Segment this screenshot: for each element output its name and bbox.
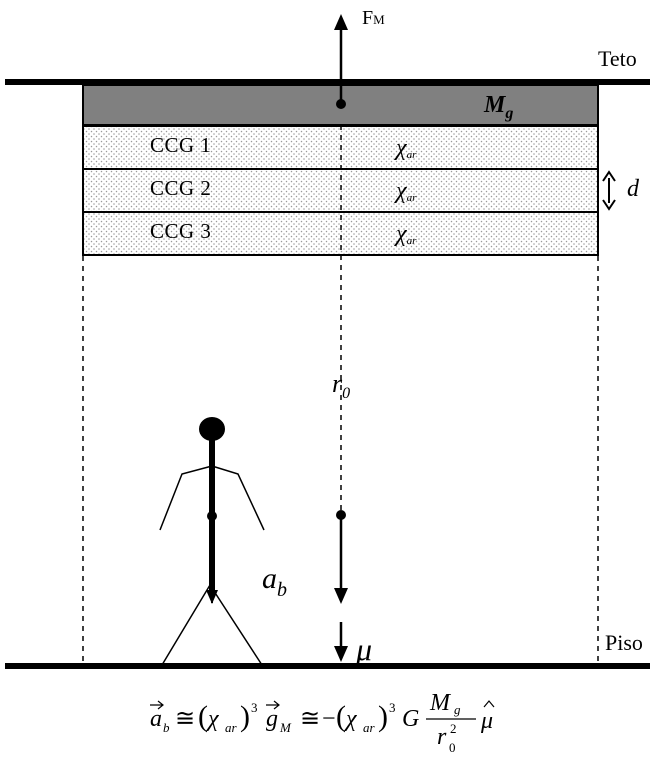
eq-M-sub: g <box>454 702 461 717</box>
floor-label: Piso <box>605 630 643 655</box>
eq-paren-close-2: ) <box>378 700 388 733</box>
equation: a b ≅ ( χ ar ) 3 g M ≅ − ( χ ar ) 3 G M … <box>150 690 495 755</box>
chi-layer-1: χar <box>394 135 417 161</box>
accel-label: ab <box>262 562 287 601</box>
eq-approx-1: ≅ <box>175 706 195 732</box>
eq-a-sub: b <box>163 720 170 735</box>
force-label: FM <box>362 7 385 29</box>
person-figure <box>159 417 265 666</box>
ccg-layer-3-label: CCG 3 <box>150 219 211 243</box>
eq-M: M <box>429 690 452 716</box>
thickness-indicator <box>602 170 616 211</box>
chi-layer-2: χar <box>394 178 417 204</box>
thickness-label: d <box>627 176 640 202</box>
eq-G: G <box>402 706 419 732</box>
ccg-layer-2 <box>82 168 599 213</box>
eq-r-sub: 0 <box>449 740 456 755</box>
eq-g-sub: M <box>279 720 292 735</box>
eq-chi-2: χ <box>344 706 358 732</box>
ceiling-label: Teto <box>598 46 637 71</box>
eq-paren-open-1: ( <box>198 700 208 733</box>
eq-minus: − <box>322 706 336 732</box>
eq-a: a <box>150 706 162 732</box>
force-arrow-head <box>334 14 348 30</box>
eq-g: g <box>266 706 278 732</box>
eq-r-exp: 2 <box>450 721 457 736</box>
ccg-layer-2-label: CCG 2 <box>150 176 211 200</box>
eq-cube-2: 3 <box>389 700 396 715</box>
ccg-layer-1-label: CCG 1 <box>150 133 211 157</box>
eq-mu: μ <box>480 708 493 734</box>
eq-chi-sub-1: ar <box>225 720 238 735</box>
eq-paren-close-1: ) <box>240 700 250 733</box>
distance-label: r0 <box>332 369 350 402</box>
unit-vector-arrow-head <box>334 646 348 662</box>
accel-arrow-head <box>334 588 348 604</box>
eq-r: r <box>437 724 447 750</box>
mass-label: Mg <box>483 92 513 122</box>
eq-paren-open-2: ( <box>336 700 346 733</box>
unit-vector-label: μ <box>355 631 372 667</box>
chi-layer-3: χar <box>394 221 417 247</box>
mass-center-dot <box>336 99 346 109</box>
eq-approx-2: ≅ <box>300 706 320 732</box>
eq-chi-sub-2: ar <box>363 720 376 735</box>
eq-chi-1: χ <box>206 706 220 732</box>
eq-cube-1: 3 <box>251 700 258 715</box>
